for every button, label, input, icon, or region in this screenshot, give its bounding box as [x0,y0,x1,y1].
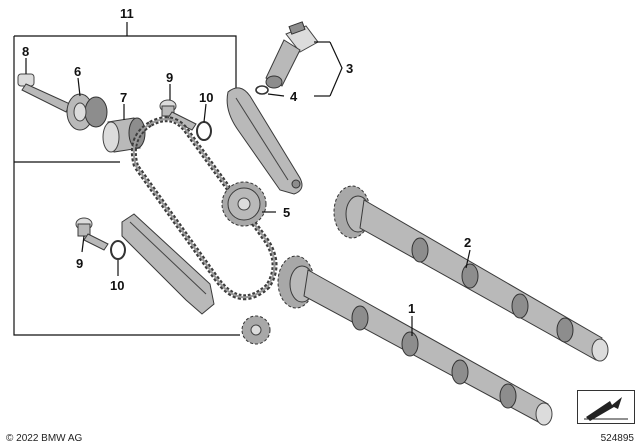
callout-labels: 11 8 6 7 9 10 3 4 5 2 9 10 1 [22,6,471,316]
bolt-part-9-upper [159,99,197,131]
bolt-part-8 [17,73,71,113]
guide-rail [121,213,215,315]
leader-lines [25,41,471,336]
callout-5: 5 [283,205,290,220]
callout-8: 8 [22,44,29,59]
seal-ring-part-10-lower [110,240,126,260]
copyright-text: © 2022 BMW AG [6,433,83,444]
callout-1: 1 [408,301,415,316]
callout-7: 7 [120,90,127,105]
seal-ring-part-4 [255,85,269,95]
camshaft-part-2 [333,185,609,362]
callout-2: 2 [464,235,471,250]
diagram-id-number: 524895 [600,433,634,444]
sprocket-part-5 [221,181,267,227]
tensioner-rail [226,87,303,195]
callout-10-lower: 10 [110,278,124,293]
callout-9-upper: 9 [166,70,173,85]
camshaft-part-1 [277,255,553,426]
group-11-bracket [13,22,240,336]
callout-4: 4 [290,89,298,104]
timing-chain [130,116,278,301]
callout-3: 3 [346,61,353,76]
callout-6: 6 [74,64,81,79]
bolt-part-9-lower [75,217,109,251]
seal-ring-part-10-upper [196,121,212,141]
chain-tensioner-part-3 [265,21,319,89]
callout-9-lower: 9 [76,256,83,271]
washer-part-6 [66,93,108,131]
view-direction-arrow-icon [577,390,635,424]
callout-10-upper: 10 [199,90,213,105]
sleeve-part-7 [102,117,146,153]
callout-11: 11 [120,6,134,21]
crankshaft-sprocket [241,315,271,345]
